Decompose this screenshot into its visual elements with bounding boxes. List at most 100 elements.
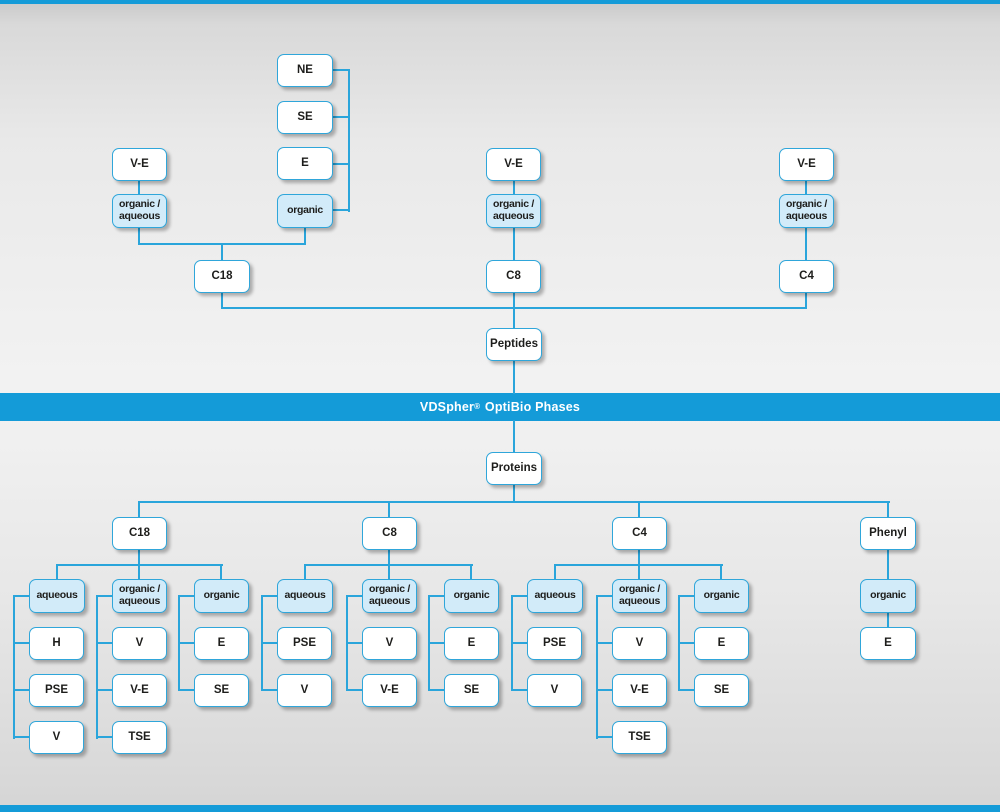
connector-line: [638, 549, 640, 566]
connector-line: [138, 501, 140, 518]
node-proteins-c18-orgaq-v: V: [112, 627, 167, 660]
node-peptides-c18-orgaq-ve: V-E: [112, 148, 167, 181]
node-proteins-c8-orgaq-v: V: [362, 627, 417, 660]
node-proteins-c4-orgaq-v: V: [612, 627, 667, 660]
connector-line: [331, 209, 349, 211]
node-proteins-c18-orgaq-ve: V-E: [112, 674, 167, 707]
connector-line: [348, 69, 350, 212]
connector-line: [428, 689, 445, 691]
connector-line: [678, 689, 695, 691]
node-proteins-c18: C18: [112, 517, 167, 550]
connector-line: [346, 595, 363, 597]
connector-line: [138, 501, 890, 503]
node-proteins-phenyl-organic: organic: [860, 579, 916, 613]
connector-line: [513, 484, 515, 503]
connector-line: [138, 549, 140, 566]
connector-line: [13, 595, 15, 739]
connector-line: [388, 501, 390, 518]
connector-line: [720, 564, 722, 580]
connector-line: [346, 642, 363, 644]
connector-line: [513, 180, 515, 195]
connector-line: [428, 595, 445, 597]
node-proteins-c8-aqueous-pse: PSE: [277, 627, 332, 660]
connector-line: [887, 549, 889, 580]
connector-line: [511, 642, 528, 644]
node-proteins-c8-aqueous-v: V: [277, 674, 332, 707]
connector-line: [331, 116, 349, 118]
node-peptides-c8-organic-aqueous: organic / aqueous: [486, 194, 541, 228]
connector-line: [221, 243, 223, 261]
connector-line: [138, 226, 140, 245]
connector-line: [513, 420, 515, 453]
connector-line: [261, 595, 278, 597]
node-proteins-c18-organic-aqueous: organic / aqueous: [112, 579, 167, 613]
connector-line: [678, 642, 695, 644]
node-peptides-c18: C18: [194, 260, 250, 293]
connector-line: [304, 226, 306, 245]
connector-line: [346, 689, 363, 691]
node-proteins-c18-aqueous-pse: PSE: [29, 674, 84, 707]
node-proteins-phenyl-organic-e: E: [860, 627, 916, 660]
connector-line: [470, 564, 472, 580]
connector-line: [513, 360, 515, 394]
node-proteins-c18-aqueous: aqueous: [29, 579, 85, 613]
node-proteins-c4-organic: organic: [694, 579, 749, 613]
connector-line: [596, 736, 613, 738]
node-peptides-root: Peptides: [486, 328, 542, 361]
top-accent-bar: [0, 0, 1000, 4]
section-banner: VDSpher® OptiBio Phases: [0, 393, 1000, 421]
connector-line: [513, 226, 515, 261]
connector-line: [220, 564, 222, 580]
connector-line: [13, 642, 30, 644]
connector-line: [805, 226, 807, 261]
node-peptides-c8: C8: [486, 260, 541, 293]
connector-line: [261, 642, 278, 644]
node-proteins-c18-aqueous-h: H: [29, 627, 84, 660]
node-proteins-c4-organic-e: E: [694, 627, 749, 660]
connector-line: [221, 292, 223, 308]
connector-line: [428, 642, 445, 644]
node-peptides-c4-orgaq-ve: V-E: [779, 148, 834, 181]
connector-line: [678, 595, 695, 597]
node-proteins-c8-organic-se: SE: [444, 674, 499, 707]
connector-line: [331, 163, 349, 165]
node-proteins-c8: C8: [362, 517, 417, 550]
connector-line: [596, 595, 598, 739]
node-proteins-root: Proteins: [486, 452, 542, 485]
connector-line: [596, 642, 613, 644]
node-peptides-c18-organic: organic: [277, 194, 333, 228]
connector-line: [511, 689, 528, 691]
node-proteins-c8-organic-e: E: [444, 627, 499, 660]
node-peptides-c4-organic-aqueous: organic / aqueous: [779, 194, 834, 228]
node-proteins-c4-orgaq-ve: V-E: [612, 674, 667, 707]
connector-line: [638, 564, 640, 580]
node-peptides-c18-organic-se: SE: [277, 101, 333, 134]
connector-line: [96, 642, 113, 644]
node-proteins-c18-organic-se: SE: [194, 674, 249, 707]
node-proteins-c8-orgaq-ve: V-E: [362, 674, 417, 707]
node-proteins-c4-aqueous: aqueous: [527, 579, 583, 613]
connector-line: [178, 642, 195, 644]
node-peptides-c18-organic-aqueous: organic / aqueous: [112, 194, 167, 228]
connector-line: [805, 292, 807, 308]
connector-line: [887, 501, 889, 518]
connector-line: [138, 180, 140, 195]
node-proteins-c8-organic: organic: [444, 579, 499, 613]
connector-line: [178, 595, 195, 597]
node-proteins-c4-organic-aqueous: organic / aqueous: [612, 579, 667, 613]
connector-line: [331, 69, 349, 71]
banner-brand: VDSpher: [419, 400, 475, 414]
node-peptides-c8-orgaq-ve: V-E: [486, 148, 541, 181]
node-proteins-c18-organic-e: E: [194, 627, 249, 660]
connector-line: [513, 292, 515, 329]
node-proteins-c4-organic-se: SE: [694, 674, 749, 707]
connector-line: [511, 595, 528, 597]
bottom-accent-bar: [0, 805, 1000, 812]
connector-line: [388, 549, 390, 566]
connector-line: [388, 564, 390, 580]
connector-line: [596, 689, 613, 691]
connector-line: [638, 501, 640, 518]
banner-rest: OptiBio Phases: [484, 400, 581, 414]
node-peptides-c18-organic-ne: NE: [277, 54, 333, 87]
